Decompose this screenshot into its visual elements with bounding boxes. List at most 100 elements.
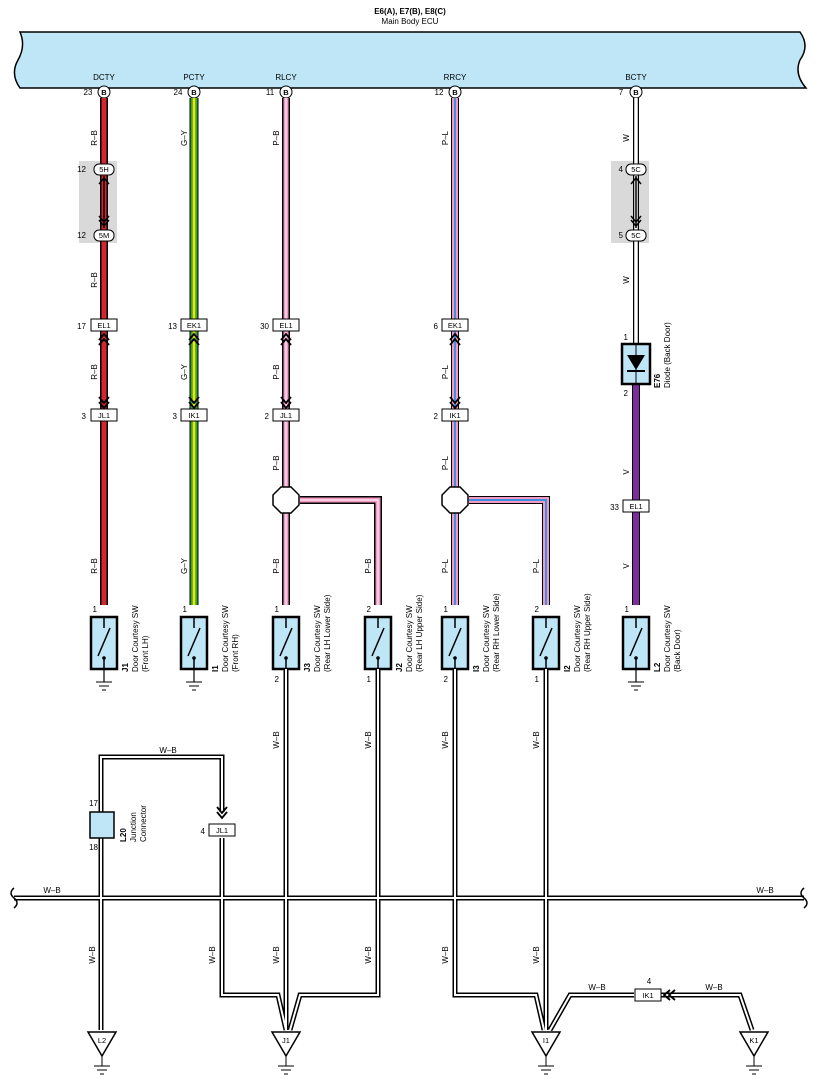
diode-e76: 1 2 E76 Diode (Back Door) — [620, 322, 672, 398]
svg-text:Door Courtesy SW: Door Courtesy SW — [131, 605, 140, 672]
svg-text:3: 3 — [82, 412, 87, 421]
svg-text:P–L: P–L — [441, 455, 450, 470]
svg-text:J3: J3 — [303, 663, 312, 672]
svg-text:4: 4 — [201, 827, 206, 836]
svg-text:Door Courtesy SW: Door Courtesy SW — [405, 605, 414, 672]
svg-text:2: 2 — [275, 675, 280, 684]
svg-text:W–B: W–B — [159, 746, 176, 755]
connector-el1-bcty: 33 EL1 — [610, 499, 650, 513]
svg-text:G–Y: G–Y — [180, 363, 189, 380]
svg-text:2: 2 — [444, 675, 449, 684]
splice-connector-right: 4 5C 5 5C — [619, 163, 647, 242]
svg-text:I3: I3 — [472, 665, 481, 672]
svg-text:L2: L2 — [98, 1036, 106, 1045]
svg-text:L20: L20 — [119, 828, 128, 842]
svg-text:13: 13 — [168, 322, 177, 331]
svg-text:EL1: EL1 — [629, 502, 642, 511]
svg-text:5: 5 — [619, 231, 624, 240]
svg-text:J1: J1 — [282, 1036, 290, 1045]
svg-text:W–B: W–B — [272, 731, 281, 748]
connector-ek1-pcty: 13 EK1 — [168, 318, 208, 332]
svg-text:3: 3 — [173, 412, 178, 421]
svg-text:1: 1 — [275, 605, 280, 614]
svg-text:W–B: W–B — [88, 946, 97, 963]
svg-text:P–B: P–B — [272, 364, 281, 379]
svg-text:L2: L2 — [653, 662, 662, 672]
svg-text:(Front RH): (Front RH) — [231, 634, 240, 672]
svg-text:V: V — [622, 469, 631, 475]
svg-text:Door Courtesy SW: Door Courtesy SW — [221, 605, 230, 672]
svg-text:DCTY: DCTY — [93, 73, 115, 82]
svg-text:RRCY: RRCY — [444, 73, 467, 82]
svg-text:PCTY: PCTY — [183, 73, 205, 82]
svg-text:JL1: JL1 — [98, 411, 110, 420]
svg-text:W: W — [622, 276, 631, 284]
svg-text:(Front LH): (Front LH) — [141, 635, 150, 672]
svg-text:EK1: EK1 — [448, 321, 462, 330]
svg-text:1: 1 — [183, 605, 188, 614]
svg-text:7: 7 — [619, 88, 624, 97]
svg-text:P–B: P–B — [272, 558, 281, 573]
connector-el1-dcty: 17 EL1 — [77, 318, 118, 332]
svg-text:B: B — [633, 88, 639, 97]
svg-text:Door Courtesy SW: Door Courtesy SW — [482, 605, 491, 672]
junction-connector-l20: 17 18 L20 Junction Connector — [89, 799, 148, 852]
ecu-pin-pcty: PCTY 24 B — [174, 73, 205, 99]
svg-text:P–L: P–L — [532, 558, 541, 573]
svg-text:Door Courtesy SW: Door Courtesy SW — [573, 605, 582, 672]
svg-text:EK1: EK1 — [187, 321, 201, 330]
switch-i2: 2 1 I2 Door Courtesy SW (Rear RH Upper S… — [531, 593, 592, 684]
svg-text:24: 24 — [174, 88, 183, 97]
svg-text:5C: 5C — [631, 231, 641, 240]
svg-text:B: B — [452, 88, 458, 97]
svg-text:W–B: W–B — [532, 946, 541, 963]
svg-text:I1: I1 — [543, 1036, 549, 1045]
connector-el1-rlcy: 30 EL1 — [260, 318, 300, 332]
svg-text:18: 18 — [89, 843, 98, 852]
svg-text:IK1: IK1 — [188, 411, 199, 420]
svg-text:17: 17 — [77, 322, 86, 331]
svg-text:1: 1 — [625, 605, 630, 614]
svg-text:W–B: W–B — [43, 886, 60, 895]
svg-text:2: 2 — [434, 412, 439, 421]
connector-jl1-rlcy: 2 JL1 — [265, 408, 300, 422]
svg-text:W–B: W–B — [272, 946, 281, 963]
bus-break-left — [10, 887, 18, 909]
svg-text:Connector: Connector — [139, 805, 148, 842]
splice-connector-left: 12 5H 12 5M — [77, 163, 115, 242]
svg-text:30: 30 — [260, 322, 269, 331]
wire-labels: R–B R–B R–B R–B G–Y G–Y G–Y P–B P–B P–B … — [90, 129, 631, 574]
svg-text:1: 1 — [624, 333, 629, 342]
svg-text:2: 2 — [535, 605, 540, 614]
ground-wire-labels: W–B W–B W–B W–B W–B W–B W–B W–B W–B W–B … — [43, 731, 773, 992]
connector-ik1-rrcy: 2 IK1 — [434, 408, 469, 422]
svg-text:W–B: W–B — [208, 946, 217, 963]
ground-i1: I1 — [530, 1031, 562, 1075]
svg-text:W–B: W–B — [364, 946, 373, 963]
svg-text:1: 1 — [367, 675, 372, 684]
svg-text:B: B — [283, 88, 289, 97]
svg-text:BCTY: BCTY — [625, 73, 647, 82]
ground-wiring-inner — [14, 669, 804, 1031]
svg-text:5C: 5C — [631, 165, 641, 174]
svg-text:EL1: EL1 — [97, 321, 110, 330]
switch-j1: 1 J1 Door Courtesy SW (Front LH) — [89, 605, 150, 691]
svg-text:V: V — [622, 563, 631, 569]
connector-arrows — [98, 332, 461, 410]
ecu-pin-bcty: BCTY 7 B — [619, 73, 647, 99]
svg-text:P–L: P–L — [441, 364, 450, 379]
svg-text:RLCY: RLCY — [275, 73, 297, 82]
switch-j2: 2 1 J2 Door Courtesy SW (Rear LH Upper S… — [363, 594, 424, 684]
wire-rlcy — [282, 98, 382, 605]
svg-text:(Rear LH Lower Side): (Rear LH Lower Side) — [323, 594, 332, 672]
svg-text:1: 1 — [535, 675, 540, 684]
svg-text:(Back Door): (Back Door) — [673, 629, 682, 672]
svg-text:B: B — [101, 88, 107, 97]
svg-text:P–L: P–L — [441, 558, 450, 573]
switch-j3: 1 2 J3 Door Courtesy SW (Rear LH Lower S… — [271, 594, 332, 684]
ecu-pin-dcty: DCTY 23 B — [84, 73, 116, 99]
svg-text:P–B: P–B — [272, 130, 281, 145]
svg-text:6: 6 — [434, 322, 439, 331]
splice-point-rrcy — [441, 486, 469, 514]
connector-ik1-ground: 4 IK1 — [634, 977, 676, 1002]
